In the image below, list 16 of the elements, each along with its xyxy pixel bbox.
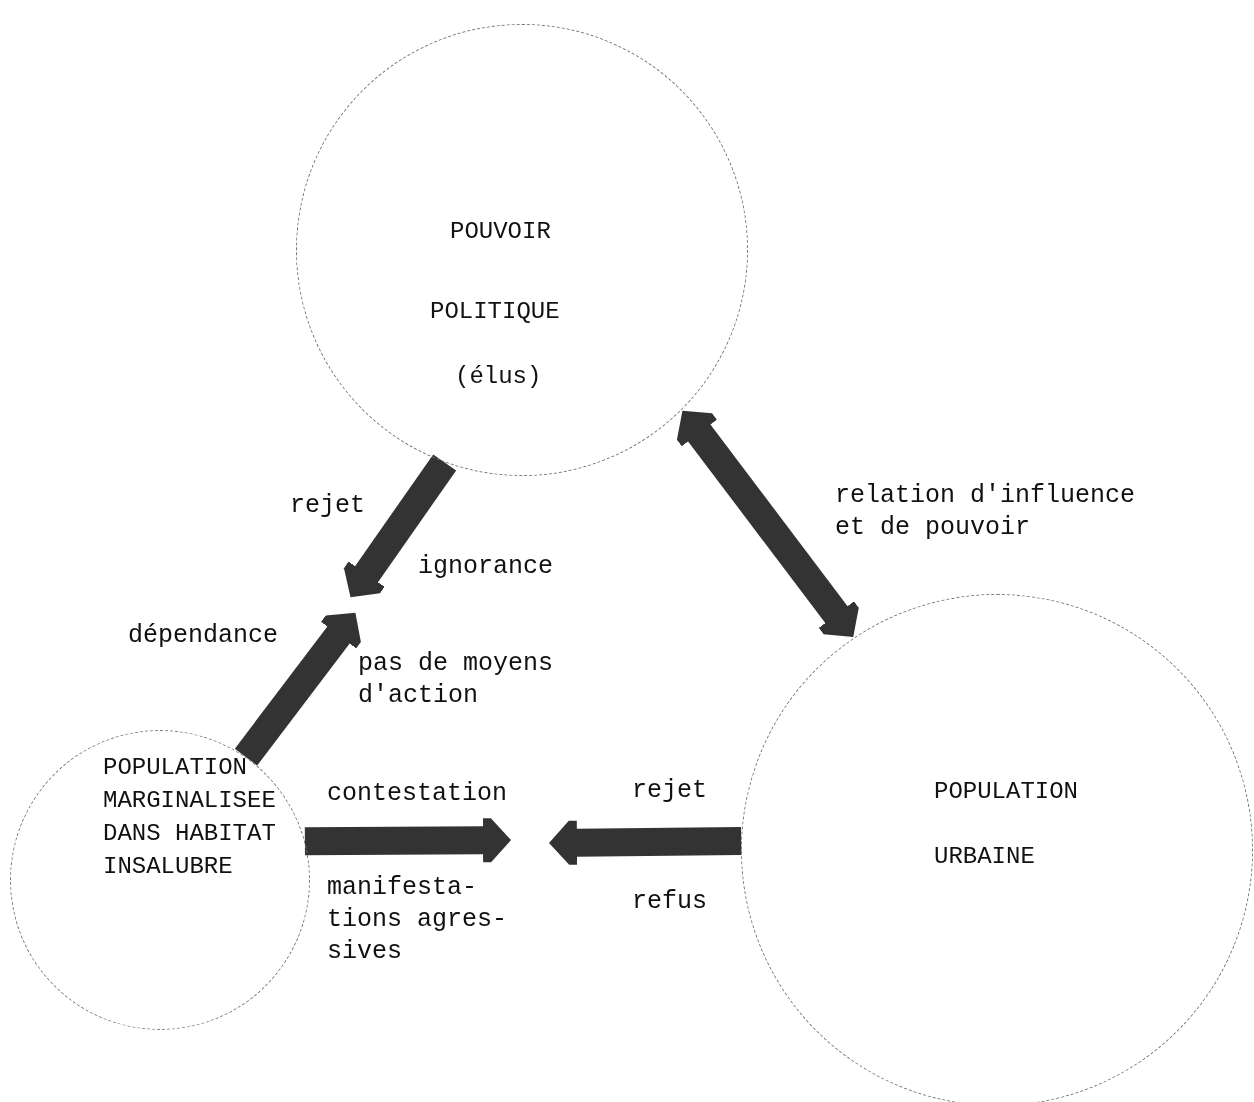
annotation-text: manifesta- tions agres- sives xyxy=(327,872,509,968)
edge-label: rejet xyxy=(632,775,707,807)
edge-label: relation d'influence et de pouvoir xyxy=(835,480,1137,544)
node-text: POPULATION MARGINALISEE DANS HABITAT INSALUBRE xyxy=(103,753,277,882)
annotation-text: refus xyxy=(632,886,707,918)
edge-label: contestation xyxy=(327,778,508,810)
node-text: POPULATION xyxy=(934,777,1079,807)
annotation-text: ignorance xyxy=(418,551,554,583)
node-text: POLITIQUE xyxy=(430,297,560,327)
node-text: POUVOIR xyxy=(450,217,551,247)
node-text: (élus) xyxy=(455,362,542,392)
annotation-text: pas de moyens d'action xyxy=(358,648,555,712)
edge-label: dépendance xyxy=(128,620,279,652)
circle-node xyxy=(296,24,748,476)
node-text: URBAINE xyxy=(934,842,1035,872)
edge-label: rejet xyxy=(290,490,365,522)
